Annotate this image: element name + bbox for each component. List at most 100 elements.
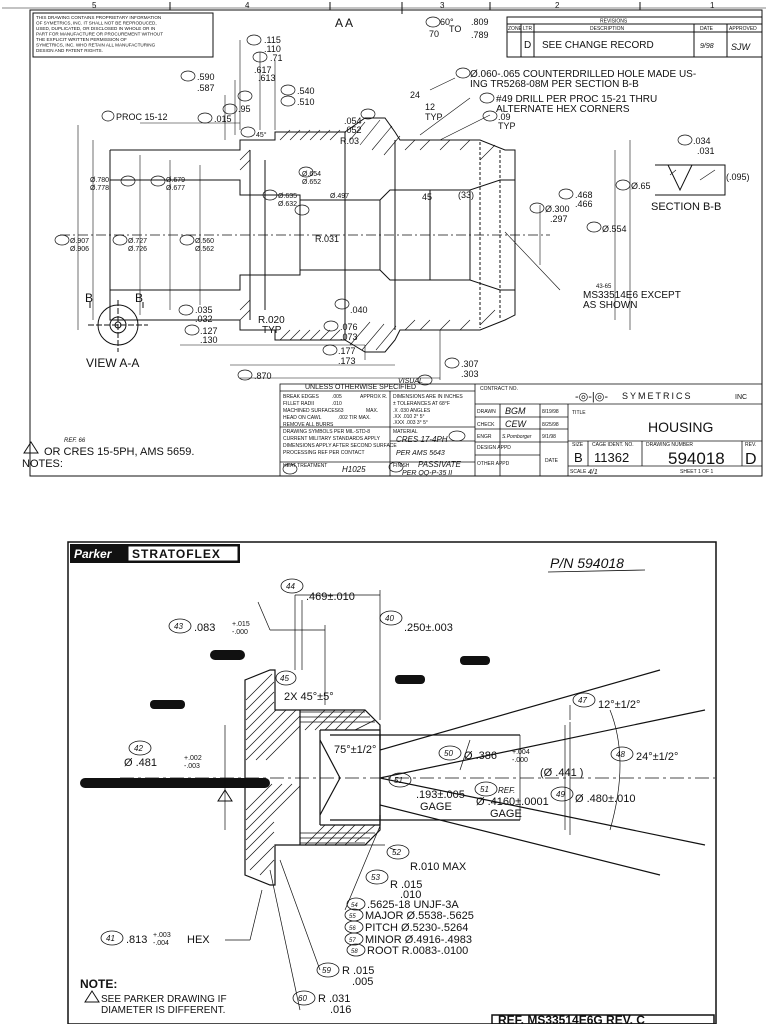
dimension-lines — [224, 590, 621, 1011]
dim-text: .466 — [575, 199, 593, 209]
dim-text: 12 — [425, 102, 435, 112]
zone-number: 4 — [245, 1, 250, 10]
tb-finish-spec: PER QQ-P-35 II — [402, 470, 452, 477]
dim-text: .540 — [297, 86, 315, 96]
dim-text: .307 — [461, 359, 479, 369]
tb-dwg: 594018 — [668, 449, 725, 468]
thread-root: ROOT R.0083-.0100 — [367, 945, 468, 957]
dim-text: R .015 — [390, 879, 422, 891]
dim-text: Ø.907 — [70, 238, 89, 245]
balloon-number: 53 — [371, 873, 380, 882]
tb-check-date: 8/25/98 — [542, 422, 559, 428]
tb-head-on: HEAD ON CAWL — [283, 415, 322, 421]
dim-text: Ø.679 — [166, 177, 185, 184]
parker-brand: Parker — [74, 547, 113, 561]
dim-text: .083 — [194, 622, 215, 634]
dim-text: .032 — [195, 314, 213, 324]
tb-engr: ENGR — [477, 434, 492, 440]
tb-size-label: SIZE — [572, 442, 584, 448]
dim-text: .813 — [126, 934, 147, 946]
tb-break-val: .005 — [332, 394, 342, 400]
dim-text: TYP — [425, 112, 443, 122]
dim-text: Ø.778 — [90, 185, 109, 192]
dim-text: .469±.010 — [306, 591, 355, 603]
balloon-number: 47 — [578, 696, 587, 705]
dim-text: .130 — [200, 335, 218, 345]
tb-approx: APPROX R. — [360, 394, 387, 400]
ref-66: REF. 66 — [64, 438, 86, 444]
tb-tol-xxx: .XXX .003 3° 5° — [393, 420, 428, 426]
dim-ref: REF. — [498, 786, 515, 795]
dim-text: 70 — [429, 29, 439, 39]
tb-unless: UNLESS OTHERWISE SPECIFIED — [305, 384, 416, 391]
dim-text: (33) — [458, 190, 474, 200]
dim-text: 12°±1/2° — [598, 699, 640, 711]
dim-text: .115 — [264, 35, 281, 45]
balloon-number: 56 — [349, 926, 356, 932]
dim-text: .789 — [471, 30, 489, 40]
balloon-number: 57 — [349, 938, 356, 944]
dimension-lines — [77, 40, 631, 380]
dim-text: .016 — [330, 1004, 351, 1016]
dim-text: Ø.654 — [302, 171, 321, 178]
housing-cross-section — [60, 117, 550, 353]
tb-size: B — [574, 450, 583, 465]
rev-col-approved: APPROVED — [729, 26, 757, 32]
balloon-numbers: 44 43 40 45 47 48 42 50 51 51 49 52 53 5… — [106, 582, 625, 1003]
tb-dwg-label: DRAWING NUMBER — [646, 442, 693, 448]
dim-text: .005 — [352, 976, 373, 988]
dim-tol: +.015 — [232, 621, 250, 628]
part-number: P/N 594018 — [550, 555, 624, 571]
dim-text: 24 — [410, 90, 420, 100]
section-b-marker: B — [85, 291, 93, 305]
dim-text: GAGE — [420, 801, 452, 813]
title-block — [279, 383, 763, 477]
dim-text: Ø.300 — [545, 204, 570, 214]
balloons-bottom — [100, 578, 634, 1006]
tb-tol-x: .X .030 ANGLES — [393, 408, 431, 414]
note-triangle-icon — [23, 441, 39, 454]
balloon-number: 59 — [322, 966, 331, 975]
dim-text: .110 — [264, 44, 281, 54]
proprietary-line: THE EXPLICIT WRITTEN PERMISSION OF — [36, 37, 127, 42]
balloon-number: 40 — [385, 614, 394, 623]
dim-text: 2X 45°±5° — [284, 691, 334, 703]
thread-minor: MINOR Ø.4916-.4983 — [365, 934, 472, 946]
dim-text: 24°±1/2° — [636, 751, 678, 763]
dim-text: R .031 — [318, 993, 350, 1005]
dim-text: .09 — [498, 112, 511, 122]
rev-col-ltr: LTR — [523, 26, 532, 32]
tb-rev-label: REV. — [745, 442, 756, 448]
note-line: DIAMETER IS DIFFERENT. — [101, 1005, 225, 1016]
dim-tol: -.000 — [512, 757, 528, 764]
dim-text: Ø.632 — [278, 201, 297, 208]
dim-text: .040 — [350, 305, 368, 315]
dim-text: .035 — [195, 305, 213, 315]
tb-fillet-val: .010 — [332, 401, 342, 407]
dim-text: R.03 — [340, 136, 359, 146]
zone-number: 5 — [92, 1, 97, 10]
section-label-aa: A A — [335, 16, 353, 30]
dim-tol: +.003 — [153, 932, 171, 939]
dim-text: .587 — [197, 83, 215, 93]
dim-text: (Ø .441 ) — [540, 767, 583, 779]
proprietary-line: USED, DUPLICATED, OR DISCLOSED IN WHOLE … — [36, 26, 155, 31]
dim-text: .809 — [471, 17, 489, 27]
thread-major: MAJOR Ø.5538-.5625 — [365, 910, 474, 922]
dim-text: R.031 — [315, 234, 339, 244]
ms-ref: 43-65 — [596, 284, 612, 290]
drawing-border — [67, 541, 717, 1024]
dim-text: Ø.726 — [128, 246, 147, 253]
visual-note: VISUAL — [398, 378, 423, 385]
rev-letter: D — [524, 40, 531, 51]
rev-col-zone: ZONE — [508, 26, 523, 32]
proprietary-box — [32, 12, 214, 58]
dim-tol: -.004 — [153, 940, 169, 947]
tb-title-label: TITLE — [572, 410, 586, 416]
dim-text: .870 — [254, 371, 272, 381]
proprietary-line: PART FOR MANUFACTURE OR PROCUREMENT WITH… — [36, 32, 163, 37]
tb-sheet: SHEET 1 OF 1 — [680, 469, 713, 475]
dim-text: Ø.554 — [602, 224, 627, 234]
balloon-number: 58 — [351, 949, 358, 955]
balloon-number: 42 — [134, 744, 143, 753]
